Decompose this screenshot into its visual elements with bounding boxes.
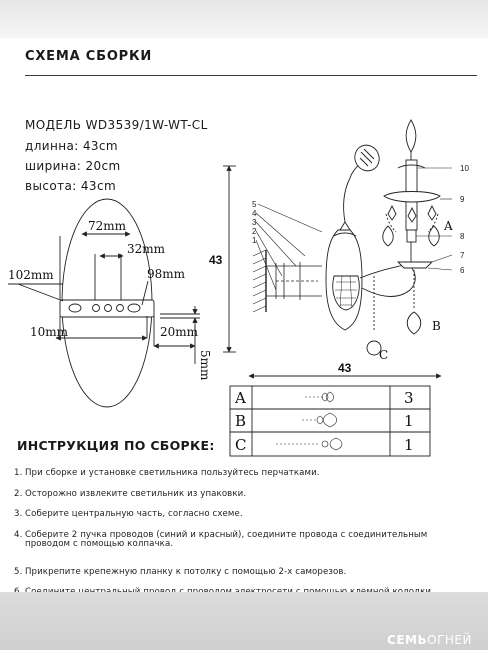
table-letter-b: B xyxy=(235,412,246,430)
table-qty-b: 1 xyxy=(404,412,414,430)
mount-hole xyxy=(116,304,124,312)
brand-logo: СЕМЬОГНЕЙ xyxy=(387,633,472,647)
part-label: 7 xyxy=(460,251,465,260)
dim-5: 5mm xyxy=(198,350,212,381)
part-label: 2 xyxy=(252,227,257,236)
bracket-drawing xyxy=(8,198,200,408)
part-label: 1 xyxy=(252,236,257,245)
dim-32: 32mm xyxy=(127,242,166,256)
lamp-drawing xyxy=(223,119,453,379)
instruction-step: 5.Прикрепите крепежную планку к потолку … xyxy=(14,566,347,577)
dim-10: 10mm xyxy=(30,325,69,339)
mount-hole xyxy=(68,303,82,313)
table-qty-a: 3 xyxy=(404,389,414,407)
header: СХЕМА СБОРКИ xyxy=(8,38,480,90)
footer-band xyxy=(0,592,488,650)
dim-98: 98mm xyxy=(147,267,186,281)
instruction-step: 4.Соберите 2 пучка проводов (синий и кра… xyxy=(14,529,428,549)
model-label: МОДЕЛЬ WD3539/1W-WT-CL xyxy=(25,118,208,132)
table-letter-c: C xyxy=(235,436,246,454)
part-label: 10 xyxy=(460,164,469,173)
mount-hole xyxy=(127,303,141,313)
top-band xyxy=(0,0,488,38)
length-label: длинна: 43cm xyxy=(25,139,119,153)
height-label: высота: 43cm xyxy=(25,179,117,193)
instruction-step: 3.Соберите центральную часть, согласно с… xyxy=(14,509,243,519)
dim-20: 20mm xyxy=(160,325,199,339)
table-qty-c: 1 xyxy=(404,436,414,454)
instructions-title: ИНСТРУКЦИЯ ПО СБОРКЕ: xyxy=(17,438,215,453)
part-label: 8 xyxy=(460,232,465,241)
dim-72: 72mm xyxy=(88,219,127,233)
part-label: 4 xyxy=(252,209,257,218)
part-c-icon xyxy=(276,437,343,451)
page-title: СХЕМА СБОРКИ xyxy=(25,49,153,64)
part-label: 5 xyxy=(252,200,257,209)
letter-c: C xyxy=(379,348,388,362)
mount-hole xyxy=(92,304,100,312)
dim-102: 102mm xyxy=(8,268,54,282)
instructions-list: 1.При сборке и установке светильника пол… xyxy=(14,468,476,609)
header-divider xyxy=(25,75,477,76)
parts-table xyxy=(229,385,431,457)
part-label: 6 xyxy=(460,266,465,275)
lamp-width-label: 43 xyxy=(338,361,352,375)
instruction-step: 1.При сборке и установке светильника пол… xyxy=(14,468,320,478)
part-label: 9 xyxy=(460,195,465,204)
instruction-step: 2.Осторожно извлеките светильник из упак… xyxy=(14,488,247,499)
assembly-drawing: 72mm 32mm 102mm 98mm 10mm 20mm 5mm xyxy=(8,119,469,457)
part-label: 3 xyxy=(252,218,257,227)
width-label: ширина: 20cm xyxy=(25,159,121,173)
part-b-icon xyxy=(302,412,338,428)
mount-hole xyxy=(104,304,112,312)
lamp-height-label: 43 xyxy=(209,253,223,267)
part-a-icon xyxy=(305,391,335,403)
letter-a: A xyxy=(443,219,453,233)
table-letter-a: A xyxy=(234,389,246,407)
letter-b: B xyxy=(432,319,441,333)
